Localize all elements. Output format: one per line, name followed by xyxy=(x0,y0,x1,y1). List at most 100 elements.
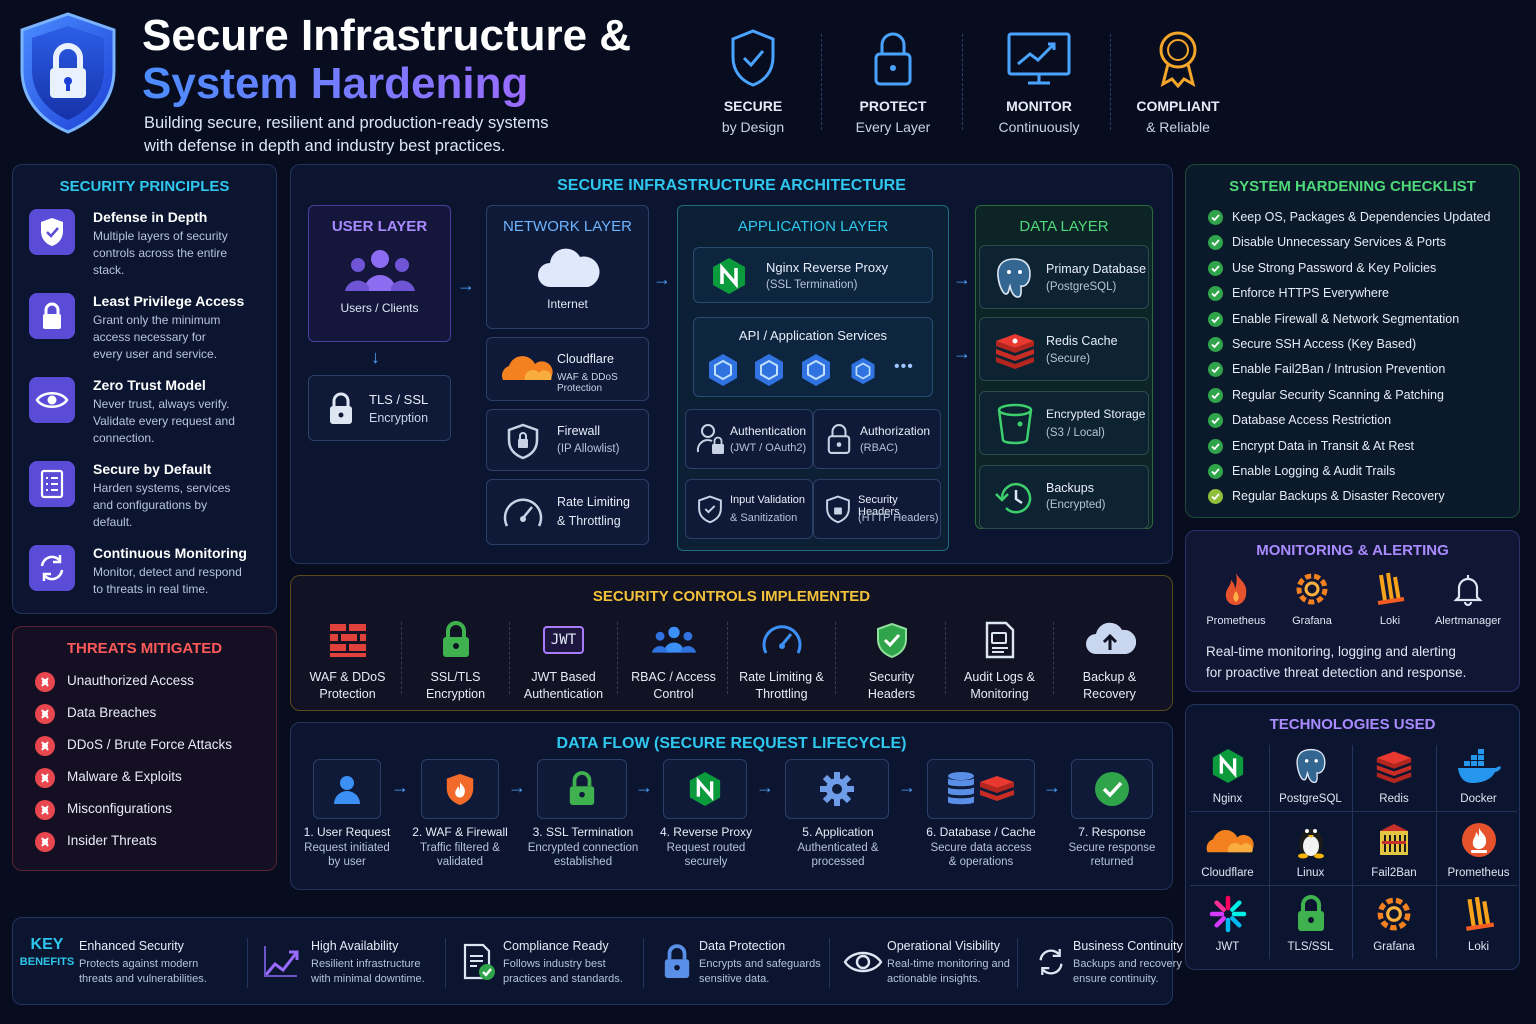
shield-check-icon xyxy=(731,29,775,87)
tool-prometheus: Prometheus xyxy=(1196,571,1276,627)
control-divider xyxy=(835,622,836,694)
control-item: Rate Limiting &Throttling xyxy=(729,614,834,706)
item-name: Backups xyxy=(1046,481,1094,495)
proxy-name: Nginx Reverse Proxy xyxy=(766,260,889,275)
bell-icon xyxy=(1453,575,1483,607)
api-services-box: API / Application Services ••• xyxy=(693,317,933,397)
flow-step-desc: Request routed xyxy=(666,842,746,854)
flow-step-desc: Request initiated xyxy=(304,842,390,854)
control-divider xyxy=(617,622,618,694)
threat-label: Data Breaches xyxy=(67,705,157,720)
pillar-sub: by Design xyxy=(721,119,785,135)
cloudflare-icon xyxy=(1206,830,1254,853)
flow-step-title: 1. User Request xyxy=(303,825,391,839)
award-badge-icon xyxy=(1159,31,1197,88)
firewall-shield-icon xyxy=(443,770,477,808)
check-circle-icon xyxy=(1208,464,1223,479)
control-label-1: JWT Based xyxy=(531,670,596,684)
control-label-2: Monitoring xyxy=(970,687,1029,701)
internet-label: Internet xyxy=(547,297,588,311)
item-sub: (Secure) xyxy=(1046,353,1091,365)
nginx-icon xyxy=(713,258,745,294)
monitoring-desc: Real-time monitoring, logging and alerti… xyxy=(1206,644,1467,680)
loki-icon xyxy=(1465,896,1494,931)
principle-name: Zero Trust Model xyxy=(93,377,206,393)
item-name: Rate Limiting xyxy=(557,495,630,509)
tool-name: Grafana xyxy=(1292,615,1332,627)
api-label: API / Application Services xyxy=(738,328,888,343)
tool-name: Prometheus xyxy=(1206,615,1266,627)
backup-history-icon xyxy=(995,482,1032,514)
checklist-label: Enable Fail2Ban / Intrusion Prevention xyxy=(1232,362,1446,377)
cube-icon xyxy=(802,354,830,386)
tech-name: Loki xyxy=(1467,941,1490,953)
tech-name: TLS/SSL xyxy=(1287,941,1334,953)
panel-title: DATA FLOW (SECURE REQUEST LIFECYCLE) xyxy=(556,735,907,752)
padlock-icon xyxy=(403,618,508,662)
threat-label: Insider Threats xyxy=(67,833,157,848)
title-line-1: Secure Infrastructure & xyxy=(142,11,632,60)
tech-linux: Linux xyxy=(1269,821,1352,879)
authentication-box: Authentication (JWT / OAuth2) xyxy=(685,409,813,469)
flow-step-title: 6. Database / Cache xyxy=(926,825,1036,839)
security-principles-panel: SECURITY PRINCIPLES Defense in Depth Mul… xyxy=(12,164,277,614)
data-flow-panel: DATA FLOW (SECURE REQUEST LIFECYCLE) 1. … xyxy=(290,722,1173,890)
arrow-right: → xyxy=(756,777,774,797)
gear-icon xyxy=(818,770,856,808)
security-headers-box: Security Headers (HTTP Headers) xyxy=(813,479,941,539)
control-divider xyxy=(727,622,728,694)
check-circle-icon xyxy=(1208,337,1223,352)
threat-item: Unauthorized Access xyxy=(35,671,265,693)
checklist-label: Enable Logging & Audit Trails xyxy=(1232,464,1396,478)
pillar-sub: & Reliable xyxy=(1146,119,1210,135)
layer-title: DATA LAYER xyxy=(1019,218,1109,235)
arrow-right: → xyxy=(953,343,971,363)
threat-item: Insider Threats xyxy=(35,831,265,853)
threat-bug-icon xyxy=(35,800,55,820)
checklist-item: Secure SSH Access (Key Based) xyxy=(1206,336,1516,354)
tls-ssl-box: TLS / SSL Encryption xyxy=(308,375,451,441)
arrow-right: → xyxy=(635,777,653,797)
tool-name: Loki xyxy=(1379,615,1401,627)
item-name: Redis Cache xyxy=(1046,334,1118,348)
prometheus-icon xyxy=(1461,823,1496,857)
tool-alertmanager: Alertmanager xyxy=(1428,571,1508,627)
shield-icon xyxy=(826,495,850,524)
subtitle-line-1: Building secure, resilient and productio… xyxy=(144,114,549,132)
threat-item: Data Breaches xyxy=(35,703,265,725)
flow-step-box xyxy=(537,759,627,819)
benefit-desc: sensitive data. xyxy=(699,973,770,985)
backups-box: Backups (Encrypted) xyxy=(979,465,1149,529)
cell-name: Input Validation xyxy=(730,494,806,506)
users-group-icon xyxy=(344,250,415,291)
benefit-desc: ensure continuity. xyxy=(1073,973,1159,985)
grafana-icon xyxy=(1296,573,1328,605)
title-line-2: System Hardening xyxy=(142,59,529,108)
item-sub: & Throttling xyxy=(557,514,621,528)
panel-title: SECURITY CONTROLS IMPLEMENTED xyxy=(592,588,871,605)
benefit-title: Compliance Ready xyxy=(503,939,609,953)
tech-name: PostgreSQL xyxy=(1279,793,1342,805)
control-label-1: Security xyxy=(868,670,915,684)
arrow-down: ↓ xyxy=(371,347,380,367)
jwt-starburst-icon xyxy=(1209,895,1246,933)
nginx-proxy-box: Nginx Reverse Proxy (SSL Termination) xyxy=(693,247,933,303)
jwt-token-icon: JWT xyxy=(511,618,616,662)
control-label-2: Control xyxy=(653,687,694,701)
loki-icon xyxy=(1377,572,1405,605)
tech-name: Redis xyxy=(1379,793,1409,805)
pillar-title: COMPLIANT xyxy=(1136,98,1220,114)
check-circle-icon xyxy=(1208,362,1223,378)
grid-line xyxy=(1436,745,1437,959)
benefit-divider xyxy=(829,938,830,988)
control-item: Audit Logs &Monitoring xyxy=(947,614,1052,706)
control-label-2: Protection xyxy=(319,687,376,701)
trending-up-icon xyxy=(259,940,303,984)
shield-check-icon xyxy=(29,209,75,255)
check-circle-icon xyxy=(1208,260,1223,276)
